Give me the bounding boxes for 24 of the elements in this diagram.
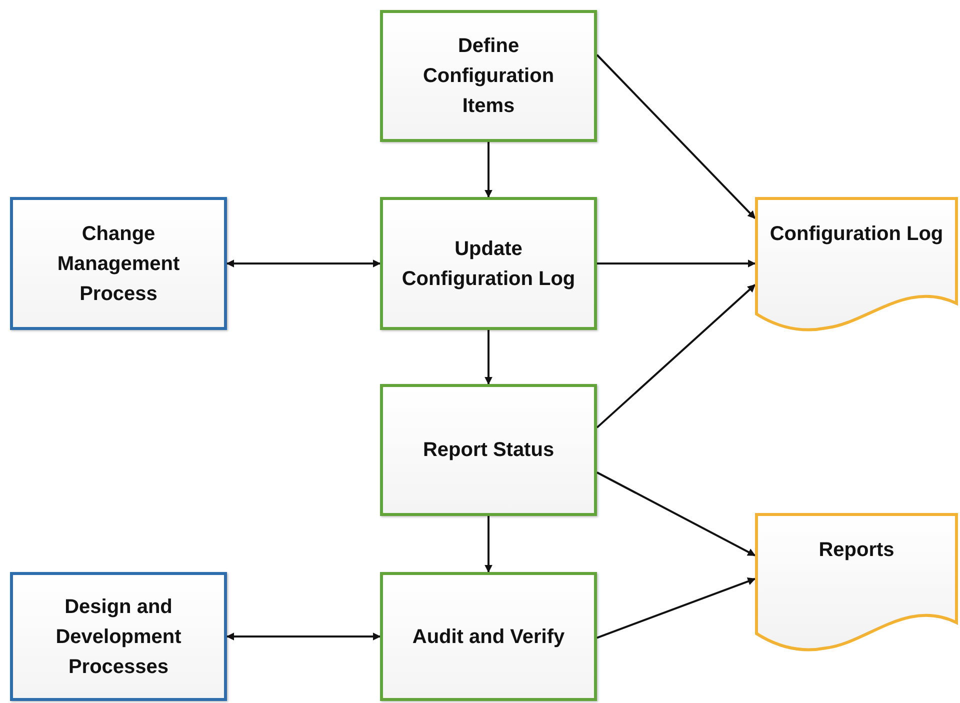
node-label: Report Status	[422, 438, 554, 463]
node-label: Reports	[818, 538, 894, 563]
arrow	[596, 54, 756, 219]
arrow	[226, 260, 381, 268]
node-label: Define Configuration Items	[422, 34, 556, 119]
arrow	[597, 260, 756, 268]
node-label: Update Configuration Log	[400, 236, 576, 292]
node-label: Configuration Log	[770, 222, 944, 247]
process-box	[380, 384, 597, 516]
node-label: Design and Development Processes	[54, 594, 182, 680]
arrow	[484, 330, 492, 385]
node-label: Audit and Verify	[412, 624, 565, 650]
arrow	[484, 142, 492, 198]
external-process-box	[10, 572, 227, 701]
external-process-box	[10, 197, 227, 330]
arrow	[596, 472, 756, 556]
process-box	[380, 10, 597, 142]
arrow	[596, 578, 756, 639]
arrow	[226, 632, 381, 640]
process-box	[380, 572, 597, 701]
node-label: Change Management Process	[56, 222, 181, 306]
arrow	[484, 516, 492, 573]
arrow	[596, 284, 756, 428]
process-box	[380, 197, 597, 330]
